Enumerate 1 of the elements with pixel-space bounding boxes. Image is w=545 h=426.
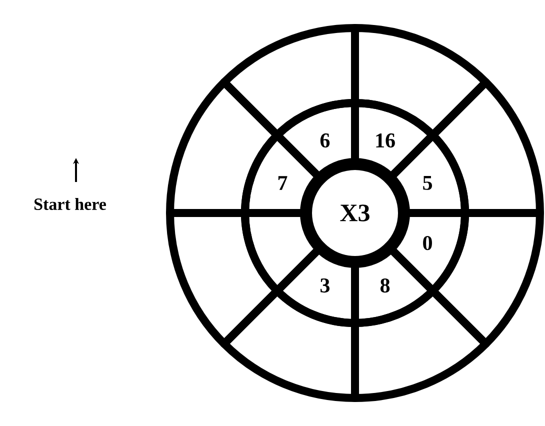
start-label: Start here (34, 198, 106, 210)
